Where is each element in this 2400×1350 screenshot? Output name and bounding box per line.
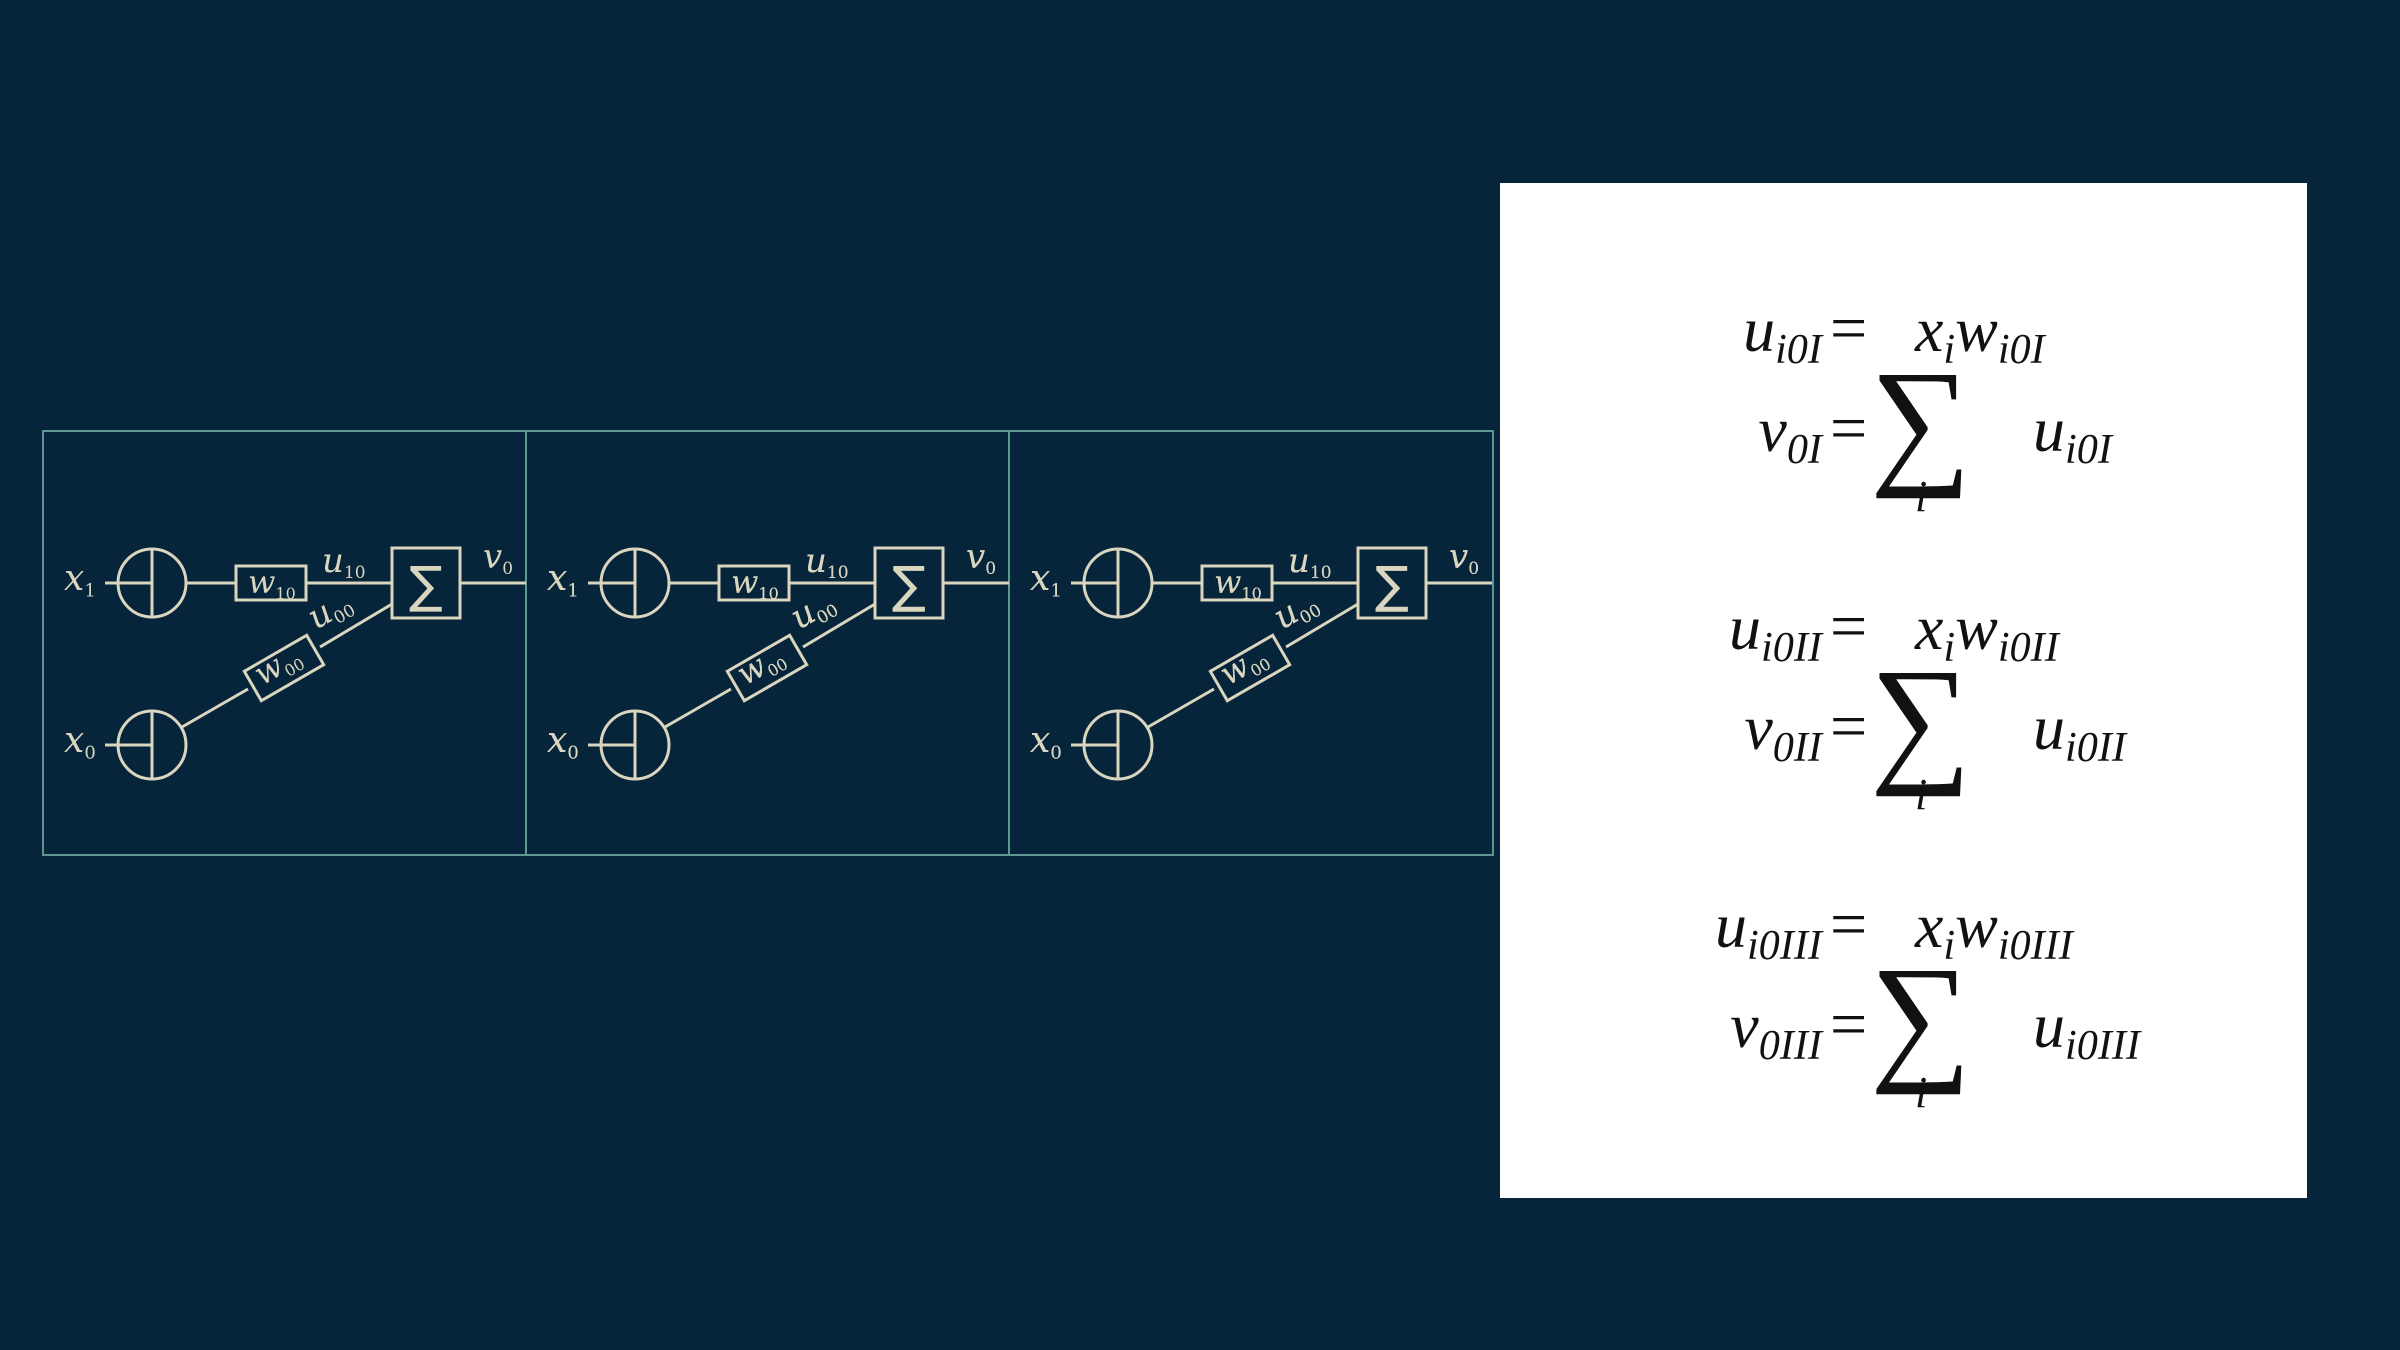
input-x1-label: x1 xyxy=(547,558,579,601)
output-v0-label: v0 xyxy=(483,537,513,579)
weight-w10-label: w10 xyxy=(1214,563,1262,603)
equation-v-0III: v0III = ∑ i ui0III xyxy=(1730,937,2141,1117)
weight-w10-label: w10 xyxy=(731,563,779,603)
diagram-frame xyxy=(42,430,1494,856)
input-x1-label: x1 xyxy=(547,558,579,601)
equation-u-i0I: ui0I = xiwi0I xyxy=(1743,292,2045,373)
weight-w10-label: w10 xyxy=(248,563,296,603)
product-u10-label: u10 xyxy=(805,541,849,583)
input-x1-label: x1 xyxy=(1030,558,1062,601)
input-x0-label: x0 xyxy=(1030,720,1062,763)
input-x0-label: x0 xyxy=(1030,720,1062,763)
sum-symbol: ∑ xyxy=(1375,556,1409,614)
product-u10-label: u10 xyxy=(805,541,849,583)
product-u00-label: u00 xyxy=(1267,581,1326,639)
equation-u-i0II: ui0II = xiwi0II xyxy=(1729,590,2059,671)
input-x0-label: x0 xyxy=(547,720,579,763)
weight-w00-label: w00 xyxy=(1213,636,1274,694)
output-v0-label: v0 xyxy=(1449,537,1479,579)
input-x0-label: x0 xyxy=(547,720,579,763)
input-x1-label: x1 xyxy=(1030,558,1062,601)
input-x1-label: x1 xyxy=(64,558,96,601)
input-x0-label: x0 xyxy=(64,720,96,763)
sum-operator: ∑ xyxy=(1870,937,1972,1095)
weight-w00-label: w00 xyxy=(730,636,791,694)
equation-v-0I: v0I = ∑ i ui0I xyxy=(1758,341,2112,521)
product-u10-label: u10 xyxy=(322,541,366,583)
sum-symbol: ∑ xyxy=(892,556,926,614)
equations-panel: ui0I = xiwi0I v0I = ∑ i ui0I ui0II = xiw… xyxy=(1500,183,2307,1198)
equation-u-i0III: ui0III = xiwi0III xyxy=(1714,888,2073,969)
equation-v-0II: v0II = ∑ i ui0II xyxy=(1744,639,2126,819)
weight-w10-label: w10 xyxy=(1214,563,1262,603)
product-u00-label: u00 xyxy=(301,581,360,639)
weight-w10-label: w10 xyxy=(731,563,779,603)
sum-symbol: ∑ xyxy=(409,556,443,614)
sum-operator: ∑ xyxy=(1870,341,1972,499)
weight-w00-label: w00 xyxy=(247,636,308,694)
sum-symbol: ∑ xyxy=(892,556,926,614)
product-u00-label: u00 xyxy=(784,581,843,639)
output-v0-label: v0 xyxy=(966,537,996,579)
product-u10-label: u10 xyxy=(1288,541,1332,583)
output-v0-label: v0 xyxy=(966,537,996,579)
sum-operator: ∑ xyxy=(1870,639,1972,797)
output-v0-label: v0 xyxy=(1449,537,1479,579)
sum-symbol: ∑ xyxy=(1375,556,1409,614)
product-u10-label: u10 xyxy=(1288,541,1332,583)
